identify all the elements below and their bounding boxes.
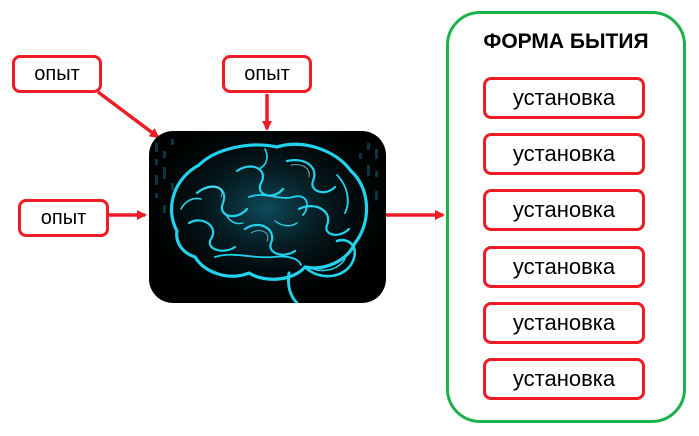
attitude-label: установка [512,85,616,110]
attitude-box-5: установка [483,302,645,344]
experience-label: опыт [40,206,87,229]
attitude-box-4: установка [483,246,645,288]
experience-box-3: опыт [18,199,109,237]
attitude-label: установка [512,141,616,166]
experience-box-1: опыт [12,55,102,93]
attitude-box-1: установка [483,77,645,119]
attitude-label: установка [512,254,616,279]
attitude-box-2: установка [483,133,645,175]
attitude-label: установка [512,197,616,222]
attitude-box-6: установка [483,358,645,400]
attitude-label: установка [512,366,616,391]
experience-label: опыт [34,62,80,85]
arrow-experience-1-to-brain [96,90,160,139]
experience-label: опыт [244,62,290,85]
attitude-label: установка [512,310,616,335]
experience-box-2: опыт [222,55,312,93]
attitude-box-3: установка [483,189,645,231]
form-of-being-title: ФОРМА БЫТИЯ [483,30,649,53]
brain-icon [149,131,386,303]
